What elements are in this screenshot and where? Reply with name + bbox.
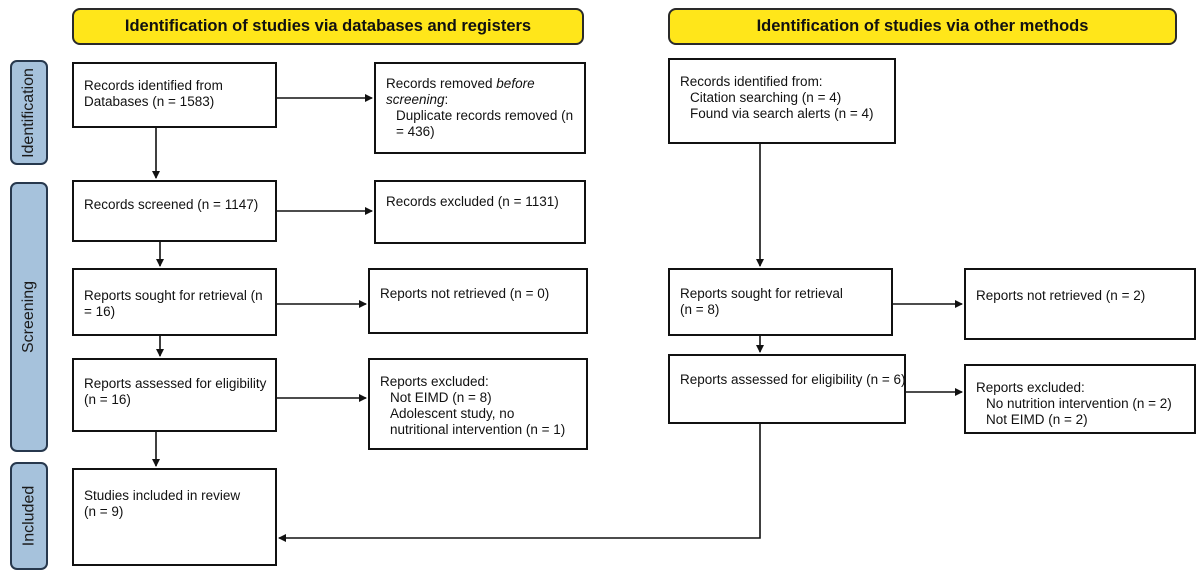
header-databases-text: Identification of studies via databases … [124,17,532,35]
text-line: Found via search alerts (n = 4) [690,106,874,121]
text-line: Reports excluded: [380,374,489,389]
text-line: Reports not retrieved (n = 0) [380,286,550,301]
text-line: Databases (n = 1583) [84,94,215,109]
text-line: Reports assessed for eligibility (n = 6) [680,372,906,387]
text-line: screening: [386,92,574,108]
reports-excluded-other-box: Reports excluded: No nutrition intervent… [964,364,1196,434]
stage-screening: Screening [10,182,48,452]
header-other-methods: Identification of studies via other meth… [668,8,1177,45]
text-line: (n = 8) [680,302,720,317]
reports-assessed-other-box: Reports assessed for eligibility (n = 6) [668,354,906,424]
text-line: Not EIMD (n = 8) [390,390,492,405]
text-line: Not EIMD (n = 2) [986,412,1088,427]
text-fragment-italic: screening [386,92,445,107]
reports-not-retrieved-other-box: Reports not retrieved (n = 2) [964,268,1196,340]
text-line: Reports excluded: [976,380,1085,395]
text-line: (n = 9) [84,504,124,519]
header-other-text: Identification of studies via other meth… [756,17,1089,35]
text-line: Records excluded (n = 1131) [386,194,559,209]
stage-identification: Identification [10,60,48,165]
records-screened-box: Records screened (n = 1147) [72,180,277,242]
text-line: Records removed before [386,76,574,92]
text-line: = 436) [396,124,435,139]
records-identified-databases-box: Records identified from Databases (n = 1… [72,62,277,128]
records-excluded-box: Records excluded (n = 1131) [374,180,586,244]
studies-included-box: Studies included in review (n = 9) [72,468,277,566]
arrow-other-assessed-to-included [278,424,761,542]
records-identified-other-box: Records identified from: Citation search… [668,58,896,144]
text-line: Duplicate records removed (n [396,108,574,123]
text-line: Records identified from: [680,74,823,89]
reports-excluded-databases-box: Reports excluded: Not EIMD (n = 8) Adole… [368,358,588,450]
text-line: No nutrition intervention (n = 2) [986,396,1172,411]
text-fragment: : [444,92,449,107]
reports-assessed-databases-box: Reports assessed for eligibility (n = 16… [72,358,277,432]
text-line: = 16) [84,304,116,319]
stage-included: Included [10,462,48,570]
text-line: Records screened (n = 1147) [84,197,259,212]
records-removed-box: Records removed before screening: Duplic… [374,62,586,154]
reports-not-retrieved-databases-box: Reports not retrieved (n = 0) [368,268,588,334]
reports-sought-other-box: Reports sought for retrieval (n = 8) [668,268,893,336]
text-line: Records identified from [84,78,223,93]
text-line: Reports sought for retrieval [680,286,843,301]
text-line: Reports not retrieved (n = 2) [976,288,1146,303]
text-line: nutritional intervention (n = 1) [390,422,566,437]
text-fragment: Records removed [386,76,497,91]
reports-sought-databases-box: Reports sought for retrieval (n = 16) [72,268,277,336]
header-databases: Identification of studies via databases … [72,8,584,45]
text-line: Reports sought for retrieval (n [84,288,263,303]
text-line: (n = 16) [84,392,131,407]
text-line: Citation searching (n = 4) [690,90,842,105]
text-line: Studies included in review [84,488,241,503]
text-line: Reports assessed for eligibility [84,376,267,391]
text-line: Adolescent study, no [390,406,515,421]
text-fragment-italic: before [496,76,535,91]
